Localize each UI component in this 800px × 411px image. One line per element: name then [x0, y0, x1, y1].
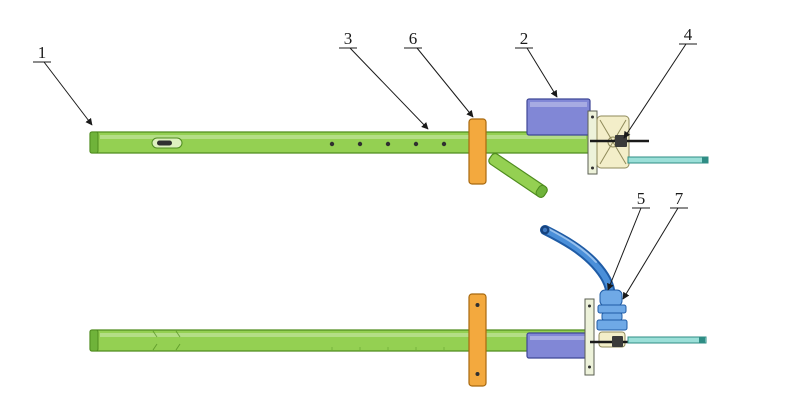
tube-hole	[441, 141, 447, 147]
callout-6-leader	[416, 47, 474, 118]
end-plate	[587, 110, 598, 175]
output-rod	[627, 156, 709, 164]
end-plate	[584, 298, 595, 376]
orange-flange	[468, 118, 487, 185]
end-plate-screw	[591, 115, 594, 119]
hose-open-bore	[542, 227, 548, 233]
blue-block-highlight	[530, 336, 587, 340]
tube-holes	[329, 141, 447, 147]
callout-1-label: 1	[38, 43, 47, 62]
edge-tick	[152, 343, 158, 351]
callout-3-label: 3	[344, 29, 353, 48]
callout-6: 6	[404, 29, 474, 118]
fitting-elbow	[599, 289, 623, 307]
callout-2-leader	[526, 47, 558, 98]
callout-5-label: 5	[637, 189, 646, 208]
flange-screw	[475, 303, 480, 307]
callout-7-label: 7	[675, 189, 684, 208]
output-rod-tip	[699, 336, 705, 344]
hose-shine	[546, 227, 597, 263]
top-view-assembly	[89, 98, 709, 198]
callouts: 1 3 6 2 4 5 7	[33, 25, 697, 300]
tube-end-cap	[89, 131, 99, 154]
output-rod	[627, 336, 707, 344]
fitting-ridge	[596, 319, 628, 331]
edge-tick	[152, 330, 158, 338]
tube-hole	[357, 141, 363, 147]
callout-2-label: 2	[520, 29, 529, 48]
fitting-ridge	[597, 304, 627, 314]
callout-1-leader	[43, 61, 93, 126]
end-plate-screw	[588, 365, 591, 369]
end-plate-screw	[588, 304, 591, 308]
edge-tick	[175, 330, 181, 338]
bottom-view-assembly	[89, 225, 707, 387]
flange-screw	[475, 372, 480, 376]
callout-7-leader	[622, 207, 679, 300]
output-rod-tip	[702, 156, 708, 164]
tube-highlight	[100, 135, 586, 139]
tube-end-cap	[89, 329, 99, 352]
hole-edge-marks	[331, 347, 445, 350]
handle	[488, 152, 548, 198]
callout-3-leader	[349, 47, 429, 130]
hose	[540, 225, 616, 301]
fitting-ridge	[601, 312, 623, 321]
end-plate-screw	[591, 166, 594, 170]
callout-3: 3	[339, 29, 429, 130]
callout-4: 4	[623, 25, 697, 139]
callout-5: 5	[607, 189, 650, 291]
callout-7: 7	[622, 189, 688, 300]
tube-hole	[329, 141, 335, 147]
callout-5-leader	[607, 207, 642, 291]
orange-flange	[468, 293, 487, 387]
callout-6-label: 6	[409, 29, 418, 48]
tube-highlight	[100, 333, 586, 337]
callout-1: 1	[33, 43, 93, 126]
tube-hole	[385, 141, 391, 147]
tube-hole	[413, 141, 419, 147]
blue-block-highlight	[530, 102, 587, 107]
callout-4-leader	[623, 43, 687, 139]
slot-pin	[157, 140, 172, 146]
callout-2: 2	[515, 29, 558, 98]
hose-fitting	[596, 289, 628, 331]
slot-edge-marks	[152, 330, 181, 351]
edge-tick	[175, 343, 181, 351]
callout-4-label: 4	[684, 25, 693, 44]
pin-head	[612, 336, 623, 347]
handle-tip	[535, 184, 548, 198]
hose-outline	[540, 225, 616, 301]
